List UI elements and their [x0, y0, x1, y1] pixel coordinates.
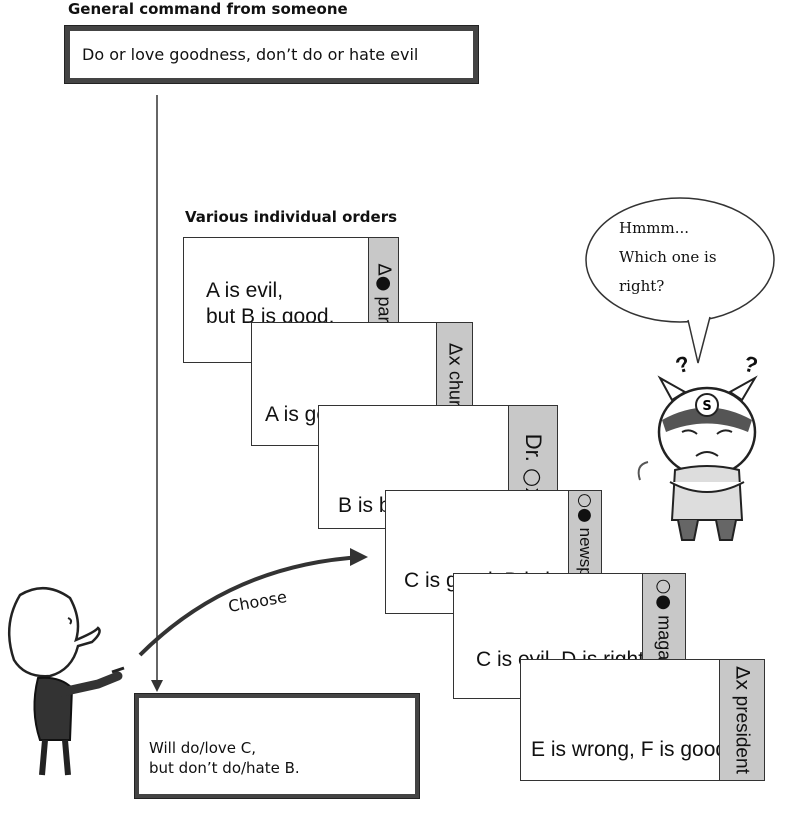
general-command-text: Do or love goodness, don’t do or hate ev…: [82, 45, 419, 64]
result-line: but don’t do/hate B.: [149, 759, 300, 777]
bubble-line: Hmmm...: [619, 219, 690, 237]
general-command-heading: General command from someone: [68, 0, 348, 18]
speech-bubble: [585, 197, 775, 364]
various-orders-heading: Various individual orders: [185, 208, 398, 226]
card-text-line: A is evil,: [206, 279, 284, 302]
general-command-box: Do or love goodness, don’t do or hate ev…: [65, 26, 478, 83]
pointing-man-character: [8, 587, 125, 776]
bubble-line: right?: [619, 277, 665, 295]
bubble-text: Hmmm... Which one is right?: [619, 214, 717, 301]
result-box: Will do/love C, but don’t do/hate B.: [135, 694, 419, 798]
result-line: Will do/love C,: [149, 739, 256, 757]
card-text-line: E is wrong, F is good.: [531, 738, 733, 761]
confused-hero-character: S: [637, 375, 758, 541]
bubble-line: Which one is: [619, 248, 717, 266]
hero-emblem: S: [702, 399, 711, 414]
card-tag: Δx president: [719, 660, 764, 780]
order-card-president: E is wrong, F is good. Δx president: [520, 659, 765, 781]
